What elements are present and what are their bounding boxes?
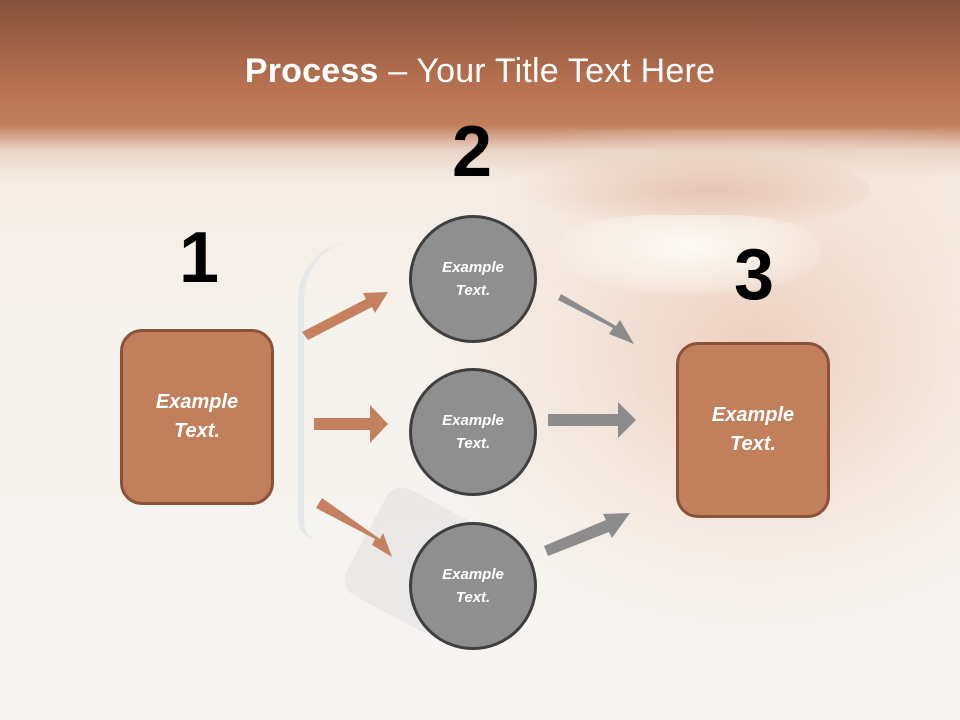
circle-bottom-line2: Text.: [455, 589, 491, 606]
circle-bottom-line1: Example: [442, 566, 504, 583]
slide-title: Process – Your Title Text Here: [0, 52, 960, 91]
step-3-line2: Text.: [730, 433, 776, 455]
step-number-2: 2: [451, 112, 493, 192]
step-number-3: 3: [733, 235, 775, 315]
title-rest: – Your Title Text Here: [378, 52, 716, 90]
arrow-box1-to-circle-top: [302, 292, 388, 340]
step-1-line2: Text.: [174, 420, 220, 442]
circle-middle-line2: Text.: [455, 435, 491, 452]
step-3-line1: Example: [711, 404, 795, 426]
arrow-box1-to-circle-middle: [314, 405, 388, 443]
arrow-circle-top-to-box3: [558, 294, 634, 344]
background-teeth: [560, 215, 820, 295]
arrow-circle-middle-to-box3: [548, 402, 636, 438]
arrow-circle-bottom-to-box3: [544, 513, 630, 556]
title-bold: Process: [244, 52, 379, 90]
circle-top-line2: Text.: [455, 282, 491, 299]
circle-middle-line1: Example: [442, 412, 504, 429]
arrow-box1-to-circle-bottom: [316, 498, 392, 557]
background-wire: [298, 240, 374, 540]
step-number-1: 1: [178, 218, 220, 298]
circle-top-line1: Example: [442, 259, 504, 276]
step-1-line1: Example: [155, 391, 239, 413]
